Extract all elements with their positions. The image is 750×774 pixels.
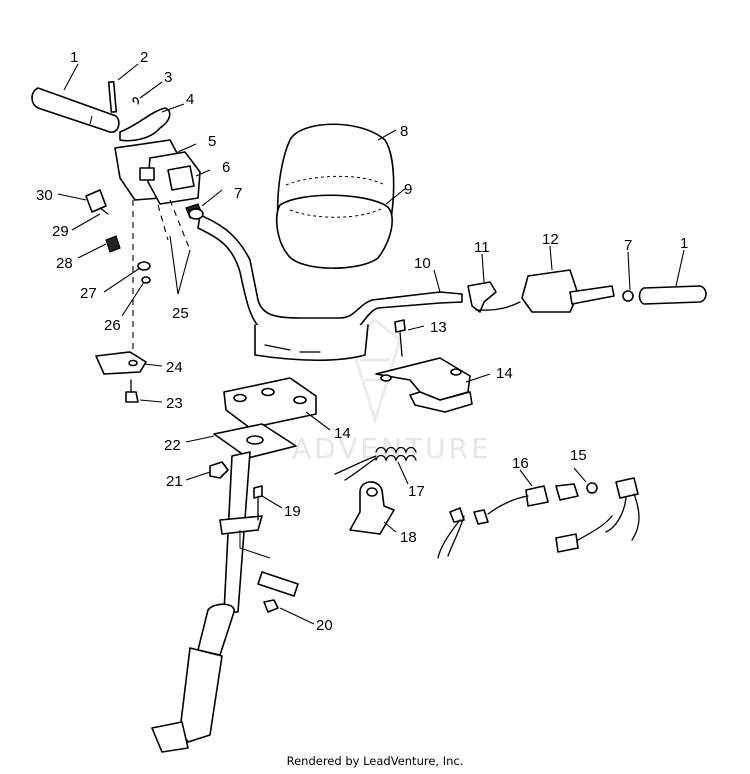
bolt-19 <box>253 485 263 521</box>
right-control-housing <box>475 269 615 313</box>
upper-clamp-right <box>375 357 473 413</box>
sleeve-20 <box>239 530 299 613</box>
callout-24: 24 <box>166 359 183 376</box>
right-lever <box>467 281 497 313</box>
lower-clamp <box>223 377 317 429</box>
callout-14-right: 14 <box>496 365 513 382</box>
right-grip <box>638 285 707 305</box>
coil-cable <box>334 446 417 481</box>
left-lever-assembly <box>107 80 171 142</box>
callout-20: 20 <box>316 617 333 634</box>
callout-1-right: 1 <box>680 235 688 252</box>
centerline-2 <box>169 199 191 251</box>
kill-switch <box>85 189 109 215</box>
callout-12: 12 <box>542 231 559 248</box>
callout-19: 19 <box>284 503 301 520</box>
callout-28: 28 <box>56 255 73 272</box>
callout-9: 9 <box>404 181 412 198</box>
callout-25: 25 <box>172 305 189 322</box>
callout-13: 13 <box>430 319 447 336</box>
callout-17: 17 <box>408 483 425 500</box>
bracket-18 <box>349 481 395 535</box>
callout-7: 7 <box>234 185 242 202</box>
callout-29: 29 <box>52 223 69 240</box>
callout-15: 15 <box>570 447 587 464</box>
callout-2: 2 <box>140 49 148 66</box>
handlebar <box>197 214 463 362</box>
callout-5: 5 <box>208 133 216 150</box>
callout-6: 6 <box>222 159 230 176</box>
callout-27: 27 <box>80 285 97 302</box>
bracket <box>95 351 147 375</box>
callout-4: 4 <box>186 91 194 108</box>
callout-22: 22 <box>164 437 181 454</box>
watermark-text: ADVENTURE <box>292 432 492 465</box>
callout-26: 26 <box>104 317 121 334</box>
callout-14: 14 <box>334 425 351 442</box>
callout-3: 3 <box>164 69 172 86</box>
bolt-13 <box>394 319 406 357</box>
footer-credit: Rendered by LeadVenture, Inc. <box>286 754 464 768</box>
left-switch-housing <box>114 139 203 219</box>
left-grip <box>31 87 120 133</box>
callout-7-right: 7 <box>624 237 632 254</box>
callout-23: 23 <box>166 395 183 412</box>
callout-30: 30 <box>36 187 53 204</box>
callout-11: 11 <box>474 239 490 256</box>
nut-21 <box>209 461 229 479</box>
callout-10: 10 <box>414 255 431 272</box>
watermark: ADVENTURE <box>292 318 492 465</box>
bolt-23 <box>125 379 139 403</box>
right-end-plug <box>622 290 634 302</box>
callout-1: 1 <box>70 49 78 66</box>
leader-lines <box>57 63 685 625</box>
small-hardware-left <box>105 235 151 284</box>
callout-21: 21 <box>166 473 183 490</box>
ignition-wiring <box>437 477 640 559</box>
callouts: 1 2 3 4 5 6 7 8 9 10 11 12 7 1 13 14 14 … <box>36 49 688 634</box>
bar-end-plug <box>188 208 204 220</box>
centerline-3 <box>157 204 169 241</box>
callout-8: 8 <box>400 123 408 140</box>
callout-18: 18 <box>400 529 417 546</box>
callout-16: 16 <box>512 455 529 472</box>
steering-post <box>151 423 297 753</box>
windshield-pod <box>275 123 395 269</box>
